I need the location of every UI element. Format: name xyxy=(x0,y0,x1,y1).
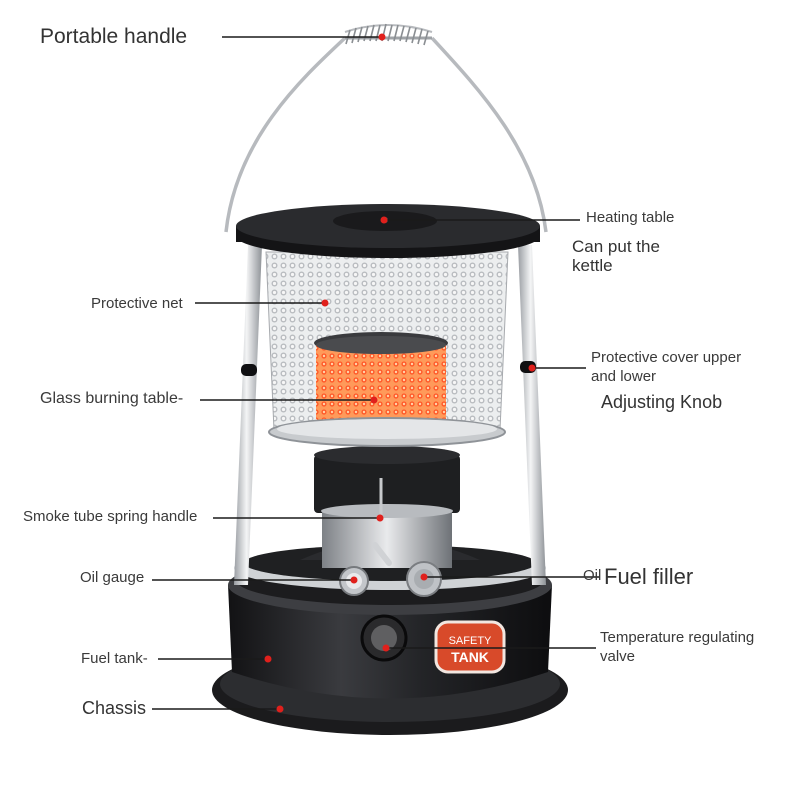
marker-heating-table xyxy=(380,216,388,224)
marker-fuel-tank xyxy=(264,655,272,663)
marker-temperature xyxy=(382,644,390,652)
marker-oil-gauge xyxy=(350,576,358,584)
marker-fuel-filler xyxy=(420,573,428,581)
left-cover-knob xyxy=(241,364,257,376)
label-adjusting-knob: Adjusting Knob xyxy=(601,392,723,412)
marker-smoke-tube xyxy=(376,514,384,522)
left-pole xyxy=(234,245,262,585)
marker-chassis xyxy=(276,705,284,713)
label-heating-table: Heating table xyxy=(586,209,675,226)
label-chassis: Chassis xyxy=(82,698,147,718)
label-glass-burning-table: Glass burning table- xyxy=(40,390,184,407)
marker-protective-cover xyxy=(528,364,536,372)
label-smoke-tube-spring-handle: Smoke tube spring handle xyxy=(23,508,198,525)
temperature-knob xyxy=(360,614,408,662)
badge-line1: SAFETY xyxy=(449,635,492,647)
leader-lines xyxy=(152,36,600,710)
safety-tank-badge: SAFETY TANK xyxy=(434,620,506,674)
label-temperature-valve: Temperature regulating valve xyxy=(600,629,755,665)
label-oil-partial: Oil xyxy=(583,567,602,584)
marker-portable-handle xyxy=(378,33,386,41)
label-oil-gauge: Oil gauge xyxy=(80,569,145,586)
marker-glass-burning xyxy=(370,396,378,404)
label-fuel-filler: Fuel filler xyxy=(604,564,694,589)
label-protective-net: Protective net xyxy=(91,295,183,312)
label-fuel-tank: Fuel tank- xyxy=(81,650,148,667)
burning-chamber xyxy=(316,345,446,425)
label-portable-handle: Portable handle xyxy=(40,25,188,48)
marker-protective-net xyxy=(321,299,329,307)
smoke-tube-upper xyxy=(314,455,460,513)
portable-handle-wire xyxy=(224,36,548,233)
right-pole xyxy=(518,245,546,585)
callout-markers xyxy=(264,33,536,713)
badge-line2: TANK xyxy=(451,649,489,665)
label-can-put-kettle: Can put the kettle xyxy=(572,237,660,275)
label-protective-cover: Protective cover upper and lower xyxy=(591,349,742,385)
